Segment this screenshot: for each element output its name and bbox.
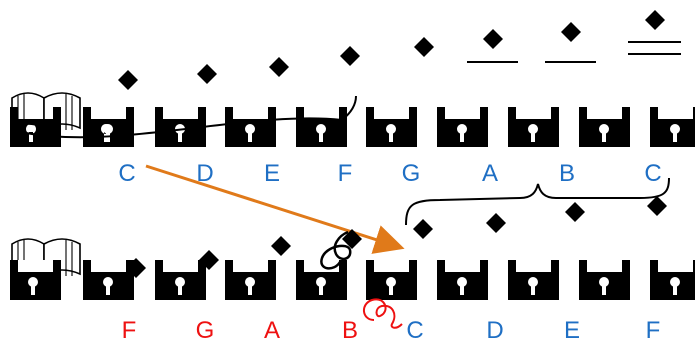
diamond-note-icon xyxy=(199,250,219,270)
floppy-disk-icon xyxy=(650,107,695,147)
diamond-note-icon xyxy=(486,213,506,233)
note-label: C xyxy=(118,160,135,187)
floppy-disk-icon xyxy=(83,107,134,147)
diamond-note-icon xyxy=(645,10,665,30)
diamond-note-icon xyxy=(118,70,138,90)
diamond-note-icon xyxy=(340,46,360,66)
floppy-disk-icon xyxy=(225,260,276,300)
note-label: C xyxy=(406,317,423,344)
diamond-note-icon xyxy=(413,219,433,239)
g-clef-icon xyxy=(320,230,352,270)
floppy-disk-icon xyxy=(225,107,276,147)
floppy-disk-icon xyxy=(508,260,559,300)
diamond-note-icon xyxy=(414,37,434,57)
slur-line xyxy=(25,95,357,139)
floppy-disk-icon xyxy=(650,260,695,300)
floppy-disk-icon xyxy=(437,260,488,300)
bottom-row xyxy=(10,196,695,329)
note-label: D xyxy=(196,160,213,187)
diamond-note-icon xyxy=(342,229,362,249)
floppy-disk-icon xyxy=(366,107,417,147)
floppy-disk-icon xyxy=(83,260,134,300)
floppy-disk-icon xyxy=(508,107,559,147)
floppy-disk-icon xyxy=(155,260,206,300)
note-label: G xyxy=(196,317,215,344)
note-label: F xyxy=(122,317,137,344)
diamond-note-icon xyxy=(561,22,581,42)
floppy-disk-icon xyxy=(366,260,417,300)
note-label: E xyxy=(564,317,580,344)
floppy-disk-icon xyxy=(10,107,61,147)
floppy-disk-icon xyxy=(579,260,630,300)
floppy-disk-icon xyxy=(296,107,347,147)
top-row xyxy=(10,10,695,147)
diamond-note-icon xyxy=(269,57,289,77)
note-label: A xyxy=(264,317,280,344)
note-label: B xyxy=(559,160,575,187)
note-label: F xyxy=(338,160,353,187)
bottom-row-labels: F G A B C D E F xyxy=(122,317,661,344)
diamond-note-icon xyxy=(271,236,291,256)
curly-brace xyxy=(405,177,670,226)
diamond-note-icon xyxy=(565,202,585,222)
note-label: A xyxy=(482,160,498,187)
diamond-note-icon xyxy=(483,29,503,49)
floppy-disk-icon xyxy=(10,260,61,300)
diamond-note-icon xyxy=(647,196,667,216)
leo-sign-icon xyxy=(363,298,403,329)
note-label: C xyxy=(644,160,661,187)
top-row-labels: C D E F G A B C xyxy=(118,160,661,187)
diamond-note-icon xyxy=(126,258,146,278)
note-label: B xyxy=(342,317,358,344)
note-label: F xyxy=(646,317,661,344)
diamond-note-icon xyxy=(197,64,217,84)
note-label: G xyxy=(402,160,421,187)
note-label: E xyxy=(264,160,280,187)
floppy-disk-icon xyxy=(437,107,488,147)
note-label: D xyxy=(486,317,503,344)
floppy-disk-icon xyxy=(579,107,630,147)
